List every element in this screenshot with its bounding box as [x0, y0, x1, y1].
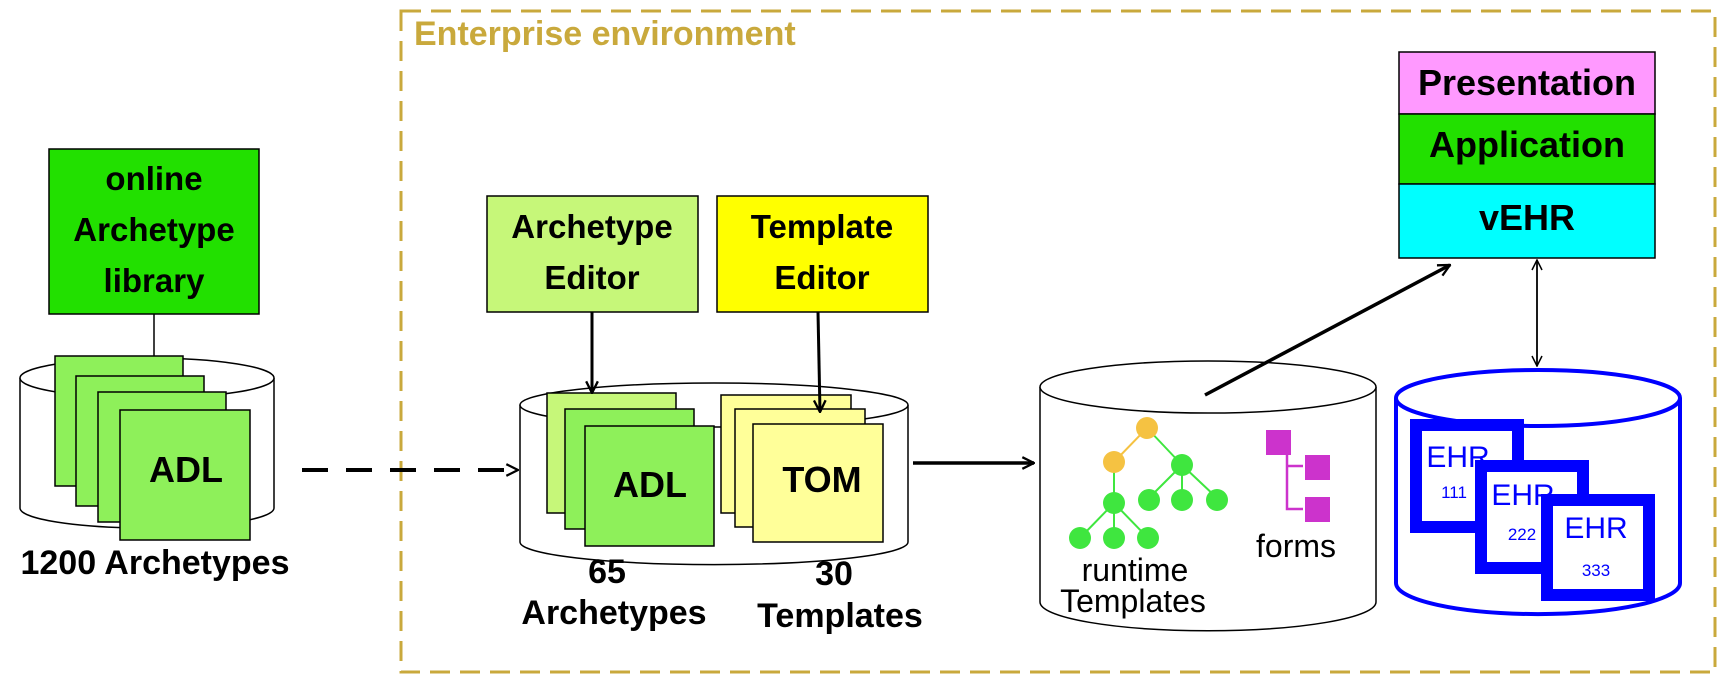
application-label: Application: [1429, 124, 1625, 165]
enterprise-label: Enterprise environment: [414, 15, 796, 53]
library-line-1: online: [105, 160, 202, 197]
presentation-label: Presentation: [1418, 62, 1636, 103]
local-tom-stack: [720, 394, 884, 543]
local-template-count: 30: [815, 555, 853, 593]
runtime-templates-line-1: runtime: [1082, 552, 1189, 588]
runtime-templates-line-2: Templates: [1060, 583, 1206, 619]
vehr-label: vEHR: [1479, 197, 1575, 238]
forms-icon: [1266, 430, 1330, 522]
ehr-id-111: 111: [1441, 483, 1467, 502]
library-adl-stack: [54, 355, 251, 541]
archetype-editor-line-2: Editor: [544, 259, 639, 296]
application-layer: [1398, 113, 1656, 185]
enterprise-boundary: [399, 9, 1717, 674]
template-editor-line-2: Editor: [774, 259, 869, 296]
library-archetype-count: 1200 Archetypes: [20, 544, 289, 582]
local-archetype-count: 65: [588, 553, 626, 591]
library-adl-label: ADL: [149, 449, 223, 490]
template-editor-line-1: Template: [751, 208, 893, 245]
library-line-2: Archetype: [73, 211, 234, 248]
local-tom-label: TOM: [782, 459, 861, 500]
presentation-layer: [1398, 51, 1656, 115]
runtime-templates-tree-icon: [1069, 417, 1228, 549]
vehr-layer: [1398, 183, 1656, 259]
local-adl-label: ADL: [613, 464, 687, 505]
local-adl-stack: [546, 392, 715, 547]
forms-label: forms: [1256, 528, 1336, 564]
online-archetype-library-box: [48, 148, 260, 315]
template-editor-box: [716, 195, 929, 313]
archetype-editor-line-1: Archetype: [511, 208, 672, 245]
ehr-record-333: [1541, 494, 1655, 601]
ehr-id-222: 222: [1508, 525, 1536, 544]
library-line-3: library: [104, 262, 206, 299]
local-template-word: Templates: [757, 597, 923, 635]
ehr-id-333: 333: [1582, 561, 1610, 580]
local-archetype-word: Archetypes: [521, 594, 706, 632]
ehr-label-333: EHR: [1564, 512, 1627, 545]
deploy-arrow: [1204, 263, 1450, 397]
template-editor-arrow: [818, 311, 820, 412]
runtime-store-cylinder: [1039, 360, 1377, 632]
